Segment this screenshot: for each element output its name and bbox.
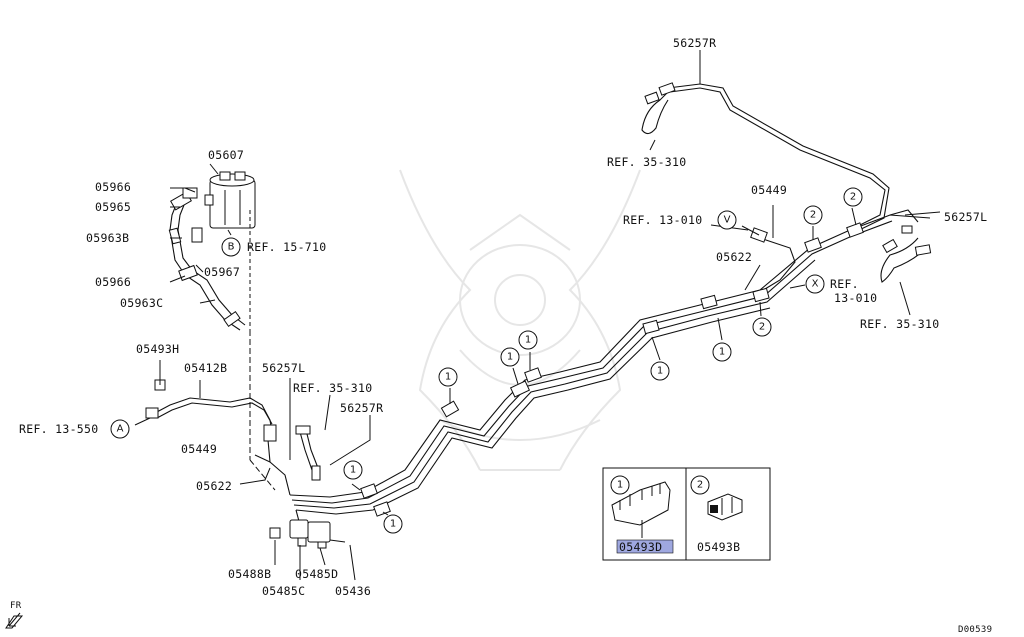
label-05485C: 05485C [262, 584, 305, 598]
line-clips [360, 222, 864, 517]
callout-X: X [805, 274, 825, 294]
label-05963C: 05963C [120, 296, 163, 310]
svg-text:V: V [724, 215, 731, 226]
callout-2: 2 [843, 187, 863, 207]
label-05622-right: 05622 [716, 250, 752, 264]
front-direction-indicator: FR [5, 601, 24, 629]
inset-label-05493D[interactable]: 05493D [619, 540, 662, 554]
inset-label-05493B[interactable]: 05493B [697, 540, 740, 554]
callout-2: 2 [803, 205, 823, 225]
svg-text:1: 1 [350, 465, 356, 476]
callout-1: 1 [650, 361, 670, 381]
label-ref-13-010-x1: REF. [830, 277, 859, 291]
label-ref-13-010-x2: 13-010 [834, 291, 877, 305]
svg-text:B: B [228, 242, 235, 253]
inset-callout-1: 1 [610, 475, 630, 495]
callout-A: A [110, 419, 130, 439]
svg-text:1: 1 [617, 480, 623, 491]
callout-1: 1 [438, 367, 458, 387]
label-ref-13-010-v: REF. 13-010 [623, 213, 702, 227]
label-ref-13-550: REF. 13-550 [19, 422, 98, 436]
label-05412B: 05412B [184, 361, 227, 375]
svg-text:1: 1 [719, 347, 725, 358]
svg-text:2: 2 [810, 210, 816, 221]
callout-V: V [717, 210, 737, 230]
label-ref-15-710: REF. 15-710 [247, 240, 326, 254]
clip-05493D-drawing [611, 481, 671, 538]
arrow-icon [8, 612, 21, 627]
part-labels: 56257R REF. 35-310 05607 05966 05965 059… [19, 36, 987, 598]
front-label: FR [10, 601, 22, 611]
label-05449-left: 05449 [181, 442, 217, 456]
label-ref-35-310-right: REF. 35-310 [860, 317, 939, 331]
front-hoses [295, 425, 321, 481]
canister-05607 [204, 171, 256, 229]
callout-1: 1 [343, 460, 363, 480]
label-05449-right: 05449 [751, 183, 787, 197]
leader-lines [134, 50, 941, 581]
clip-legend-box: 1 05493D 2 05493B [602, 467, 771, 561]
vapor-hose-assembly [168, 187, 246, 331]
callout-2: 2 [752, 317, 772, 337]
svg-text:1: 1 [390, 519, 396, 530]
callout-B: B [221, 237, 241, 257]
callout-1: 1 [500, 347, 520, 367]
part-05449-right-connector [741, 225, 768, 243]
svg-text:1: 1 [657, 366, 663, 377]
svg-text:2: 2 [850, 192, 856, 203]
label-05966-a: 05966 [95, 180, 131, 194]
svg-text:2: 2 [697, 480, 703, 491]
label-56257L-right: 56257L [944, 210, 987, 224]
rear-left-hose [880, 225, 932, 283]
label-05607: 05607 [208, 148, 244, 162]
label-56257L-mid: 56257L [262, 361, 305, 375]
line-05412B [145, 379, 277, 442]
clip-05493B-drawing [707, 493, 743, 521]
highlighted-part-box [616, 539, 674, 554]
inset-callout-2: 2 [690, 475, 710, 495]
callout-1: 1 [712, 342, 732, 362]
svg-text:2: 2 [759, 322, 765, 333]
callout-1: 1 [383, 514, 403, 534]
rear-right-hose [641, 82, 676, 135]
label-56257R-top: 56257R [673, 36, 716, 50]
label-05967: 05967 [204, 265, 240, 279]
svg-text:1: 1 [525, 335, 531, 346]
diagram-code: D00539 [958, 625, 992, 635]
label-05966-b: 05966 [95, 275, 131, 289]
callout-1: 1 [518, 330, 538, 350]
label-56257R-mid: 56257R [340, 401, 383, 415]
svg-text:1: 1 [507, 352, 513, 363]
label-05493H: 05493H [136, 342, 179, 356]
label-ref-35-310-top: REF. 35-310 [607, 155, 686, 169]
label-05622-left: 05622 [196, 479, 232, 493]
label-05488B: 05488B [228, 567, 271, 581]
label-05963B: 05963B [86, 231, 129, 245]
svg-text:1: 1 [445, 372, 451, 383]
label-05965: 05965 [95, 200, 131, 214]
brake-line-bundle [267, 83, 931, 531]
label-ref-35-310-mid: REF. 35-310 [293, 381, 372, 395]
svg-text:A: A [117, 424, 124, 435]
label-05485D: 05485D [295, 567, 338, 581]
junction-parts [269, 519, 346, 549]
svg-text:X: X [812, 279, 819, 290]
label-05436: 05436 [335, 584, 371, 598]
